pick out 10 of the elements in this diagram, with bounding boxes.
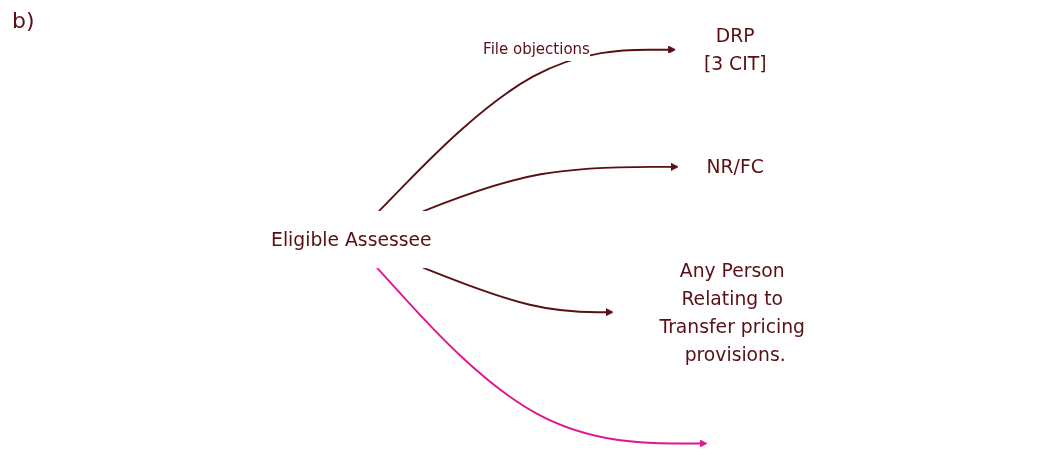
node-text: DRP [3 CIT] <box>703 24 767 75</box>
arrow <box>422 162 679 213</box>
arrow <box>377 45 677 213</box>
node-text: Any Person Relating to Transfer pricing provisions. <box>659 258 805 366</box>
node-text: NR/FC <box>706 155 764 179</box>
edge-label: File objections <box>483 40 590 59</box>
arrow <box>422 266 614 317</box>
arrow <box>375 266 708 448</box>
node-text: Eligible Assessee <box>271 228 432 251</box>
item-label: b) <box>12 8 35 33</box>
